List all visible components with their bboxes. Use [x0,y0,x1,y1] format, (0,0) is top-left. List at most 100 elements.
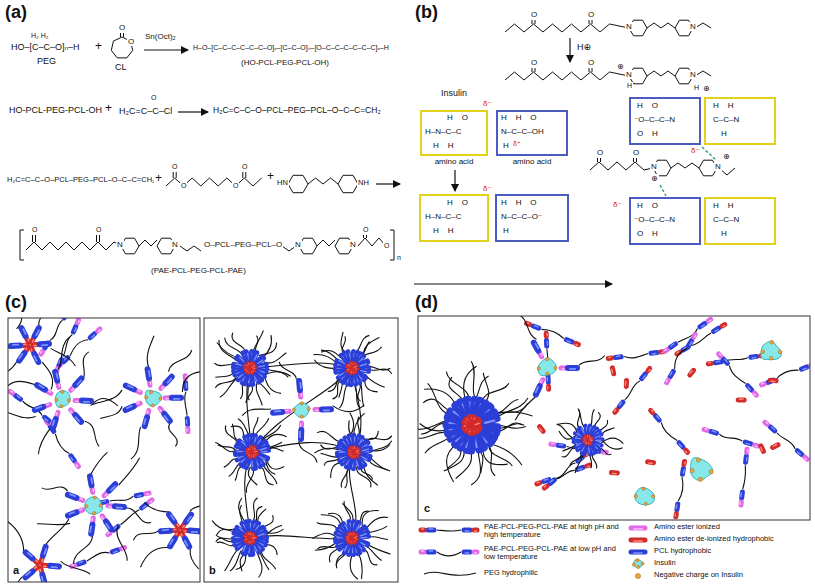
peg-chain [250,536,352,539]
low-ph-unimer-field [8,318,200,582]
pcl-block-shine [485,421,494,423]
amino-acid-box [630,198,700,244]
amino-ester-deionized [761,446,764,451]
chemical-label: O [150,94,157,102]
pcl-block [335,366,345,371]
amino-ester-ionized-shine [146,411,148,413]
pcl-block [536,386,540,394]
amino-ester-end [667,380,669,383]
box-caption: amino acid [496,157,568,166]
amino-ester-deionized-shine [36,560,38,562]
pcl-block-shine [19,354,22,358]
pcl-block-shine [71,457,73,460]
panel-label: (d) [414,292,439,313]
chemical-label: O [530,58,538,67]
peg-chain [46,519,69,545]
amino-ester-ionized-shine [316,410,318,412]
pcl-block-shine [117,507,122,509]
peg-chain [776,370,798,379]
pcl-block [360,448,370,451]
amino-ester-ionized [71,387,74,390]
amino-ester-end-shine [78,321,80,323]
chemical-label: N [689,22,697,31]
amino-ester-deionized [355,450,359,452]
negative-charge-dot [99,504,102,507]
pcl-block-shine [42,577,43,582]
pcl-block-shine [261,448,267,450]
pcl-block-shine [701,325,704,327]
peg-chain [264,353,287,363]
chemical-label: H O [446,198,469,207]
amino-ester-deionized-shine [34,345,36,347]
amino-ester-deionized-shine [352,540,353,543]
amino-ester-end-shine [652,410,653,411]
pcl-block [53,419,56,428]
pcl-block [631,550,645,555]
peg-chain [242,409,271,416]
amino-ester-ionized [161,386,164,389]
carbon-chain [590,162,644,170]
insulin-blob [145,390,162,406]
pcl-block [577,467,583,469]
peg-chain [262,425,281,441]
chemical-label: H H [432,141,454,150]
amino-ester-ionized [285,409,289,414]
chemical-label: N [689,70,697,79]
amino-ester-ionized-shine [562,368,564,370]
pcl-block [544,340,549,346]
double-bond [589,68,590,72]
chemical-label: + [94,40,103,54]
amino-acid-box [420,195,488,241]
pcl-block [428,550,434,555]
pcl-block-shine [79,562,82,563]
pcl-block-shine [70,494,75,496]
negative-charge-dot [770,340,774,344]
amino-ester-ionized-shine [150,382,152,384]
chemical-label: n [396,254,402,262]
double-bond [535,68,536,72]
peg-chain [144,503,169,512]
negative-charge-dot [292,408,295,411]
pcl-block [136,495,142,496]
amino-ester-ionized [79,499,83,500]
pcl-block-shine [595,436,600,438]
chemical-label: O [232,182,239,190]
ring-structure [288,175,308,192]
chemical-label: H₂C=C–C–Cl [118,106,173,116]
pcl-block-shine [588,448,590,453]
insulin-blob [293,402,309,417]
amino-ester-ionized [108,503,112,508]
peg-chain [42,362,52,389]
amino-ester-end-shine [685,451,686,452]
pcl-block-shine [39,385,44,388]
peg-chain [333,405,365,412]
amino-ester-deionized [770,378,776,384]
amino-ester-ionized-shine [102,517,103,519]
pcl-block-shine [716,360,720,362]
amino-ester-end [537,483,540,484]
chemical-label: H₂C=C–C–O–PCL–PEG–PCL–O–C–C=CH₂ [212,106,382,116]
pcl-block [585,426,587,435]
chemical-label: O [180,182,187,190]
amino-ester-deionized-shine [176,533,177,535]
amino-ester-deionized-shine [771,381,775,383]
peg-chain [8,362,17,375]
negative-charge-dot [300,402,303,405]
pcl-block [26,572,33,578]
pcl-block-shine [596,440,601,441]
amino-ester-end [704,427,707,433]
chemical-label: O [587,10,595,19]
pcl-block-shine [547,341,549,345]
pcl-block [355,544,360,553]
negative-charge-dot [61,390,64,393]
amino-ester-end [719,354,721,356]
pcl-block-shine [772,427,775,429]
pcl-block [743,456,749,462]
amino-ester-end-shine [762,382,764,384]
amino-ester-ionized-shine [540,380,541,382]
amino-ester-deionized [474,420,480,424]
amino-ester-deionized [176,533,178,536]
negative-charge-dot [632,563,635,566]
pcl-block [534,343,538,351]
